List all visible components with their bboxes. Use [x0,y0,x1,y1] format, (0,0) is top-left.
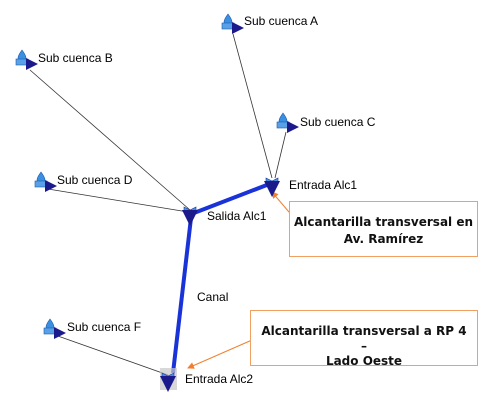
callout-alc2-line3: Lado Oeste [325,354,403,366]
link-sub-b [29,69,191,211]
link-sub-f [54,334,169,376]
link-sub-a [232,33,273,179]
junction-icon[interactable] [264,177,280,197]
node-label-entrada-alc2: Entrada Alc2 [185,372,254,386]
reach-canal[interactable] [171,217,193,374]
subbasin-icon[interactable] [34,171,57,192]
link-sub-c [274,131,287,179]
node-label-sub-b: Sub cuenca B [38,51,113,65]
callout-alcantarilla-av-ramirez: Alcantarilla transversal en Av. Ramírez [289,201,478,257]
subbasin-icon[interactable] [221,13,244,34]
node-label-entrada-alc1: Entrada Alc1 [289,178,358,192]
node-label-sub-f: Sub cuenca F [67,320,142,334]
callout-alc2-line1: Alcantarilla transversal a RP 4 [261,324,467,338]
reach-label-canal: Canal [197,290,229,304]
subbasin-icon[interactable] [15,49,38,70]
node-label-sub-c: Sub cuenca C [300,115,376,129]
link-sub-d [47,188,189,213]
callout-alcantarilla-rp4: Alcantarilla transversal a RP 4 – Lado O… [250,310,478,366]
callout-alc1-line2: Av. Ramírez [343,232,424,246]
subbasin-icon[interactable] [276,112,299,133]
callout-alc1-line1: Alcantarilla transversal en [293,215,474,229]
node-label-sub-a: Sub cuenca A [244,14,319,28]
node-label-sub-d: Sub cuenca D [57,173,133,187]
node-label-salida-alc1: Salida Alc1 [207,209,267,223]
callout-alc2-line2: – [361,339,367,353]
callout-pointer-alc2 [187,339,253,369]
subbasin-icon[interactable] [43,318,66,339]
reach-alc1[interactable] [193,181,273,215]
junction-icon[interactable] [160,368,177,392]
junction-icon[interactable] [182,206,198,226]
